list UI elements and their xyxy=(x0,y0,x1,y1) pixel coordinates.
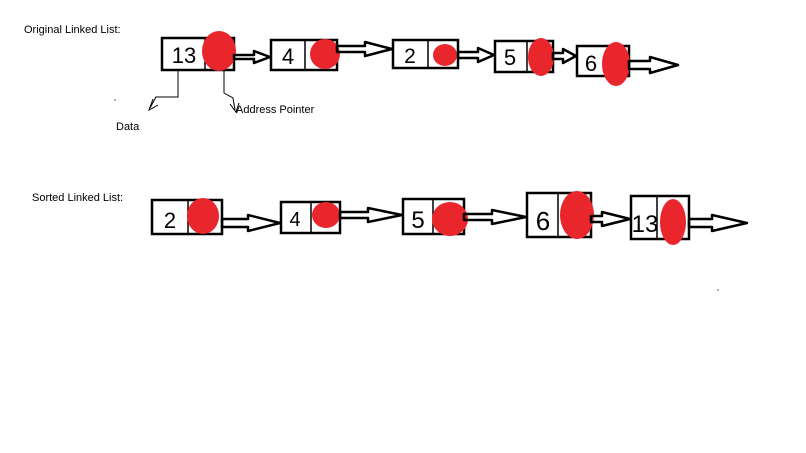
address-pointer-blob xyxy=(433,44,457,66)
sorted-node: 2 xyxy=(150,198,224,236)
data-annotation: Data xyxy=(116,121,140,133)
original-node: 5 xyxy=(493,38,555,76)
original-node: 2 xyxy=(391,38,460,70)
pointer-arrow xyxy=(462,208,528,226)
original-node: 13 xyxy=(160,31,236,72)
address-pointer-blob xyxy=(602,42,630,86)
address-pointer-annotation: Address Pointer xyxy=(236,104,315,116)
node-data-value: 5 xyxy=(504,45,516,70)
pointer-arrow xyxy=(551,47,578,65)
sorted-node: 4 xyxy=(279,200,342,235)
address-pointer-blob xyxy=(660,199,686,245)
data-callout-line xyxy=(149,70,179,109)
pointer-arrow xyxy=(589,210,632,228)
pointer-arrow xyxy=(338,206,404,224)
pointer-arrow xyxy=(456,46,496,64)
address-pointer-blob xyxy=(310,39,340,69)
node-data-value: 2 xyxy=(404,45,416,68)
sorted-list-label: Sorted Linked List: xyxy=(32,192,124,204)
node-data-value: 2 xyxy=(164,208,176,233)
pointer-arrow xyxy=(220,213,282,233)
sorted-node: 5 xyxy=(401,197,468,236)
sorted-node: 13 xyxy=(629,194,691,245)
original-list: 13 4 2 5 xyxy=(148,31,680,114)
pointer-arrow xyxy=(687,213,749,233)
pointer-arrow xyxy=(335,40,394,58)
node-data-value: 5 xyxy=(411,207,424,234)
pointer-arrow xyxy=(627,55,680,75)
original-list-label: Original Linked List: xyxy=(24,24,121,36)
original-node: 6 xyxy=(575,42,631,86)
address-pointer-blob xyxy=(187,198,219,234)
original-node: 4 xyxy=(269,38,340,72)
sorted-list: 2 4 5 6 xyxy=(150,191,749,245)
node-data-value: 13 xyxy=(632,211,659,238)
address-pointer-blob xyxy=(432,202,468,236)
pointer-arrow xyxy=(232,49,272,65)
address-pointer-blob xyxy=(312,202,340,228)
node-data-value: 4 xyxy=(282,44,294,69)
node-data-value: 6 xyxy=(585,51,597,76)
address-pointer-blob xyxy=(560,191,594,239)
node-data-value: 13 xyxy=(172,43,196,68)
node-data-value: 4 xyxy=(289,209,300,231)
address-pointer-blob xyxy=(202,31,236,71)
sorted-node: 6 xyxy=(525,191,594,239)
address-pointer-blob xyxy=(528,38,554,76)
node-data-value: 6 xyxy=(536,206,550,236)
pointer-callout-line xyxy=(223,70,236,111)
